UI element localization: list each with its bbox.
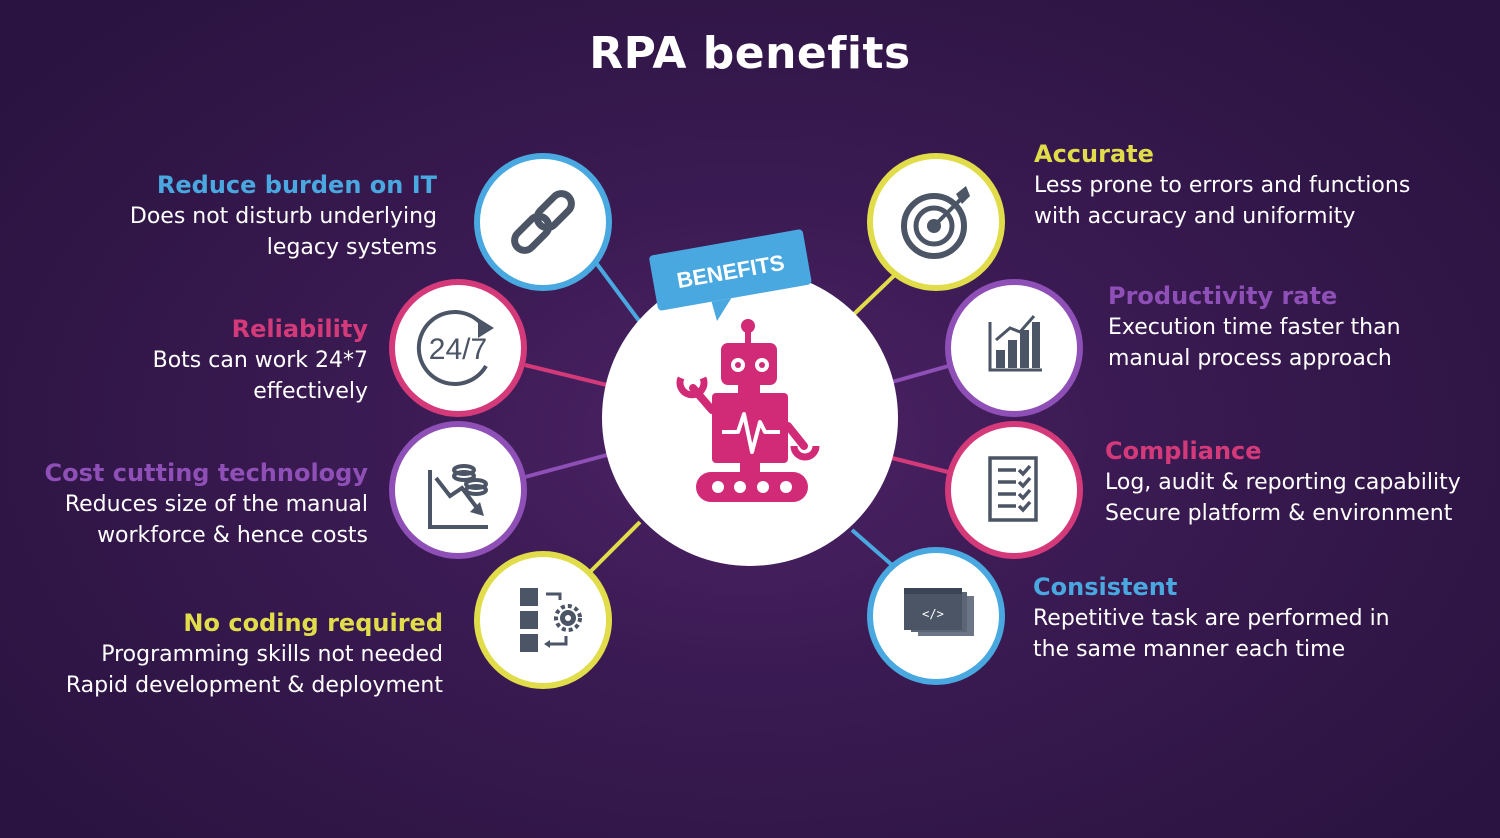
page-title: RPA benefits bbox=[589, 28, 911, 79]
benefit-description-line: Execution time faster than bbox=[1108, 315, 1401, 340]
benefit-description-line: Repetitive task are performed in bbox=[1033, 606, 1390, 631]
code-window-icon: </> bbox=[904, 588, 974, 636]
benefit-description-line: Rapid development & deployment bbox=[65, 673, 443, 698]
benefit-description: Does not disturb underlying legacy syste… bbox=[17, 201, 437, 263]
benefit-no-coding: No coding required Programming skills no… bbox=[13, 608, 443, 701]
24-7-icon: 24/7 bbox=[416, 310, 494, 386]
benefit-description: Programming skills not needed Rapid deve… bbox=[13, 639, 443, 701]
benefit-description: Less prone to errors and functions with … bbox=[1034, 170, 1474, 232]
connector-cost-cutting bbox=[524, 453, 608, 479]
benefit-heading: Compliance bbox=[1105, 437, 1262, 465]
rising-bar-chart-icon bbox=[988, 315, 1042, 372]
benefits-badge: BENEFITS bbox=[649, 229, 812, 322]
benefit-circle-no-coding bbox=[474, 551, 612, 689]
robot-icon bbox=[676, 319, 820, 502]
benefit-circle-reliability: 24/7 bbox=[389, 279, 527, 417]
benefit-heading: Consistent bbox=[1033, 573, 1178, 601]
benefit-description-line: the same manner each time bbox=[1033, 637, 1346, 662]
benefit-heading: Cost cutting technology bbox=[44, 459, 369, 487]
24-7-icon-label: 24/7 bbox=[429, 333, 487, 366]
benefit-consistent: Consistent Repetitive task are performed… bbox=[1033, 572, 1473, 665]
benefit-description: Execution time faster than manual proces… bbox=[1108, 312, 1488, 374]
connector-no-coding bbox=[588, 520, 642, 574]
benefit-heading: Reliability bbox=[231, 315, 368, 343]
benefit-circle-productivity bbox=[945, 279, 1083, 417]
code-window-icon-label: </> bbox=[922, 607, 944, 621]
benefit-circle-compliance bbox=[945, 421, 1083, 559]
benefit-circle-consistent: </> bbox=[867, 547, 1005, 685]
benefit-description-line: Bots can work 24*7 bbox=[152, 348, 368, 373]
benefit-description: Reduces size of the manual workforce & h… bbox=[8, 489, 368, 551]
benefit-description-line: Programming skills not needed bbox=[101, 642, 443, 667]
benefit-description-line: Log, audit & reporting capability bbox=[1105, 470, 1461, 495]
benefit-heading: Reduce burden on IT bbox=[156, 171, 437, 199]
benefit-heading: Productivity rate bbox=[1108, 282, 1338, 310]
benefit-heading: Accurate bbox=[1034, 140, 1154, 168]
checklist-icon bbox=[988, 456, 1038, 522]
benefit-description-line: Secure platform & environment bbox=[1105, 501, 1453, 526]
benefit-circle-cost-cutting bbox=[389, 421, 527, 559]
benefit-reduce-burden: Reduce burden on IT Does not disturb und… bbox=[17, 170, 437, 263]
benefit-cost-cutting: Cost cutting technology Reduces size of … bbox=[8, 458, 369, 551]
benefit-description-line: legacy systems bbox=[266, 235, 437, 260]
icon-circles: 24/7 bbox=[389, 153, 1083, 689]
benefit-circle-reduce-burden bbox=[474, 153, 612, 291]
benefit-description-line: workforce & hence costs bbox=[97, 523, 368, 548]
benefit-heading: No coding required bbox=[183, 609, 443, 637]
benefit-accurate: Accurate Less prone to errors and functi… bbox=[1034, 139, 1474, 232]
connector-compliance bbox=[891, 456, 953, 475]
workflow-gear-icon bbox=[520, 588, 582, 652]
benefit-compliance: Compliance Log, audit & reporting capabi… bbox=[1105, 436, 1495, 529]
connector-reduce-burden bbox=[592, 258, 642, 324]
benefit-description-line: Does not disturb underlying bbox=[129, 204, 437, 229]
benefit-description-line: manual process approach bbox=[1108, 346, 1392, 371]
benefit-description-line: Less prone to errors and functions bbox=[1034, 173, 1411, 198]
benefit-circle-accurate bbox=[867, 153, 1005, 291]
connector-productivity bbox=[891, 363, 953, 384]
declining-cost-chart-icon bbox=[428, 464, 488, 529]
benefit-description-line: Reduces size of the manual bbox=[64, 492, 368, 517]
benefit-productivity: Productivity rate Execution time faster … bbox=[1108, 281, 1488, 374]
link-chain-icon bbox=[511, 190, 575, 254]
connector-reliability bbox=[524, 363, 608, 387]
benefit-description: Repetitive task are performed in the sam… bbox=[1033, 603, 1473, 665]
benefit-reliability: Reliability Bots can work 24*7 effective… bbox=[8, 314, 368, 407]
target-icon bbox=[901, 186, 970, 259]
benefit-description: Bots can work 24*7 effectively bbox=[8, 345, 368, 407]
benefit-description-line: effectively bbox=[253, 379, 368, 404]
connector-accurate bbox=[850, 268, 902, 318]
benefit-description-line: with accuracy and uniformity bbox=[1034, 204, 1356, 229]
benefit-description: Log, audit & reporting capability Secure… bbox=[1105, 467, 1495, 529]
connectors bbox=[524, 258, 953, 574]
